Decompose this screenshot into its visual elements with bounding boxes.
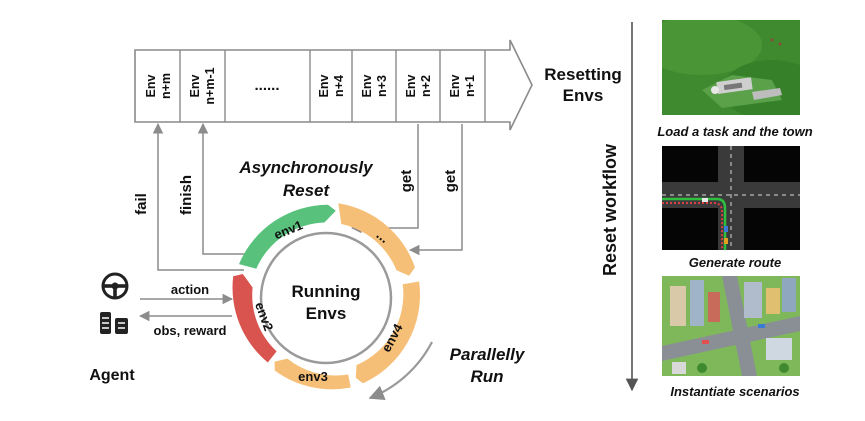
agent-label: Agent [89, 367, 135, 384]
ring-segment-env3 [274, 358, 351, 390]
async-reset-line1: Asynchronously [238, 158, 374, 177]
cell-line1: Env [188, 74, 202, 97]
cell-line2: n+4 [332, 75, 346, 97]
ring-segment-env2 [232, 274, 277, 363]
queue-cell-env-n-plus-2: Env n+2 [404, 74, 433, 97]
queue-cell-env-n-plus-4: Env n+4 [317, 74, 346, 97]
step-3-caption: Instantiate scenarios [670, 384, 799, 399]
queue-arrow-outline [134, 39, 533, 131]
ring-segment-env4 [355, 281, 421, 384]
step-1-caption: Load a task and the town [657, 124, 812, 139]
obs-reward-label: obs, reward [154, 323, 227, 338]
cell-line1: Env [404, 74, 418, 97]
cell-line1: Env [360, 74, 374, 97]
queue-cell-env-n-plus-1: Env n+1 [448, 74, 477, 97]
intersection-route-image [662, 146, 800, 250]
cell-line2: n+2 [419, 75, 433, 97]
queue-cell-env-n-plus-m: Env n+m [144, 73, 173, 99]
workflow-label-wrap: Reset workflow [600, 143, 620, 276]
queue-cell-ellipsis: ...... [254, 77, 279, 94]
steering-wheel-icon [101, 272, 129, 300]
ring-inner-circle [259, 231, 393, 365]
city-scenario-image [662, 276, 800, 376]
fail-arrow [152, 122, 244, 271]
get-label-2: get [442, 170, 459, 193]
get-label-1-wrap: get [398, 170, 415, 193]
ring-segment-env1 [239, 204, 336, 269]
finish-label-wrap: finish [178, 175, 195, 215]
get-arrow-2 [408, 124, 463, 256]
get-label-2-wrap: get [442, 170, 459, 193]
parallel-line2: Run [470, 367, 503, 386]
async-reset-line2: Reset [283, 181, 331, 200]
running-envs-line2: Envs [306, 304, 347, 323]
pedals-icon [100, 312, 128, 334]
queue-cell-env-n-plus-m-minus-1: Env n+m-1 [188, 67, 217, 104]
cell-line2: n+1 [463, 75, 477, 97]
resetting-envs-label-line2: Envs [563, 86, 604, 105]
env3-label: env3 [298, 369, 328, 384]
finish-arrow [197, 122, 262, 255]
resetting-envs-label-line1: Resetting [544, 65, 621, 84]
fail-label: fail [133, 193, 150, 215]
cell-line2: n+m-1 [203, 67, 217, 104]
resetting-queue: Env n+m Env n+m-1 ...... Env n+4 Env n+3… [134, 39, 533, 131]
queue-cell-env-n-plus-3: Env n+3 [360, 74, 389, 97]
queue-cell-dividers [179, 50, 486, 122]
cell-line2: n+3 [375, 75, 389, 97]
town-terrain-image [662, 20, 800, 115]
cell-line1: Env [317, 74, 331, 97]
parallel-run-arrow [368, 341, 433, 401]
ring-segment-ellipsis [338, 203, 415, 276]
parallel-line1: Parallelly [450, 345, 526, 364]
fail-label-wrap: fail [133, 193, 150, 215]
workflow-axis-label: Reset workflow [600, 143, 620, 276]
running-envs-line1: Running [292, 282, 361, 301]
action-label: action [171, 282, 209, 297]
get-label-1: get [398, 170, 415, 193]
running-envs-ring [232, 203, 421, 390]
finish-label: finish [178, 175, 195, 215]
cell-line1: Env [448, 74, 462, 97]
step-2-caption: Generate route [689, 255, 781, 270]
cell-line2: n+m [159, 73, 173, 99]
cell-line1: Env [144, 74, 158, 97]
